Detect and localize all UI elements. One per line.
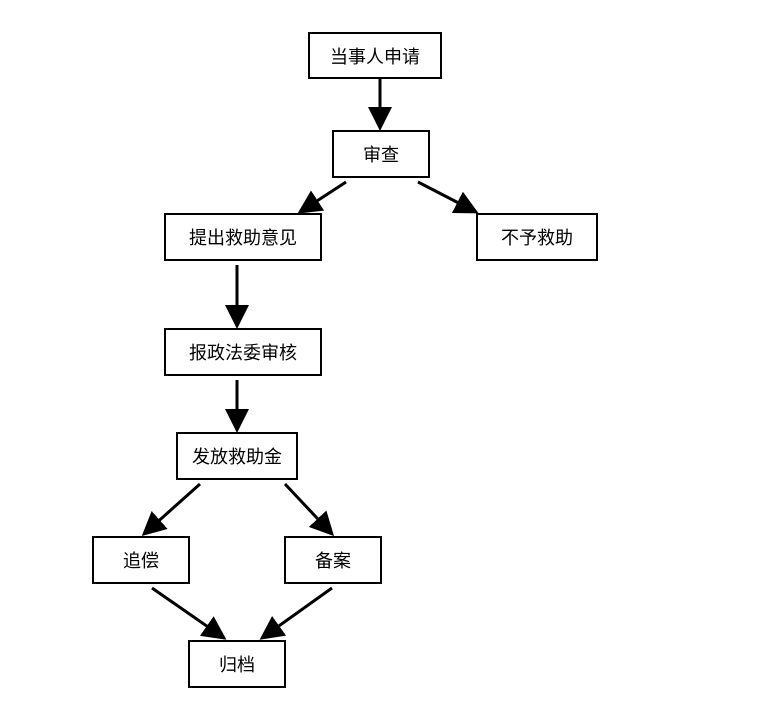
arrow-pay-to-file [283,482,335,537]
node-party-application: 当事人申请 [308,32,442,79]
node-recovery: 追偿 [92,536,190,584]
node-label: 不予救助 [501,228,573,249]
node-deny-aid: 不予救助 [476,213,598,261]
node-disburse-funds: 发放救助金 [176,432,298,480]
node-label: 归档 [219,655,255,676]
node-label: 审查 [363,145,399,166]
arrow-review-to-propose [297,180,347,214]
node-review: 审查 [332,130,430,178]
node-label: 当事人申请 [330,46,420,68]
arrow-recover-to-archive [151,586,227,640]
node-archive: 归档 [188,640,286,688]
node-propose-aid: 提出救助意见 [164,213,322,261]
node-label: 发放救助金 [192,447,282,468]
node-legal-committee-review: 报政法委审核 [164,328,322,376]
arrow-file-to-archive [259,586,333,640]
node-label: 追偿 [123,551,159,572]
arrow-pay-to-recover [141,482,201,536]
arrow-review-to-deny [417,180,479,214]
node-label: 报政法委审核 [189,343,297,364]
node-filing: 备案 [284,536,382,584]
node-label: 备案 [315,551,351,572]
node-label: 提出救助意见 [189,228,297,249]
